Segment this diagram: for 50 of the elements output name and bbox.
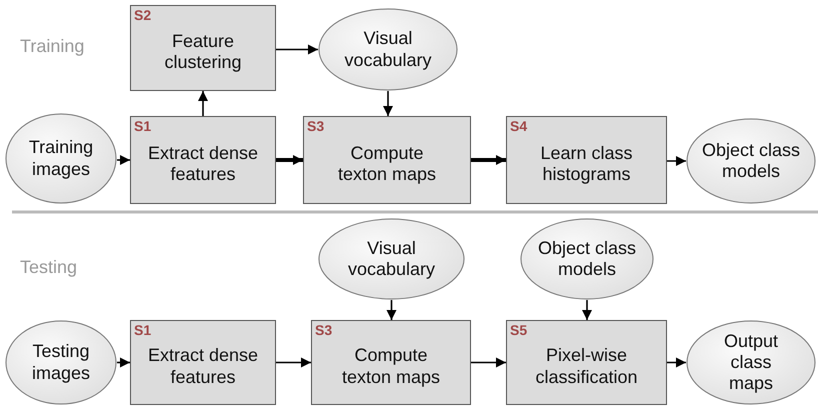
node-label: Testing images <box>30 341 92 384</box>
process-box <box>303 116 471 204</box>
node-label: Extract dense features <box>146 345 260 388</box>
arrow <box>667 156 686 166</box>
node-label: Extract dense features <box>146 142 260 186</box>
data-ellipse <box>686 320 816 405</box>
node-label: Visual vocabulary <box>343 28 433 71</box>
arrow <box>582 300 592 320</box>
process-box <box>130 5 276 91</box>
arrow <box>276 358 311 368</box>
data-ellipse <box>318 218 465 300</box>
step-number: S2 <box>134 8 152 22</box>
process-box <box>130 320 276 405</box>
process-box <box>506 116 667 204</box>
arrow <box>386 300 396 320</box>
arrow <box>276 155 303 165</box>
data-ellipse <box>5 320 117 405</box>
node-label: Visual vocabulary <box>346 238 436 280</box>
section-label: Testing <box>20 257 78 278</box>
process-box <box>311 320 471 405</box>
arrow <box>198 91 208 116</box>
node-label: Output class maps <box>722 330 780 394</box>
step-number: S5 <box>510 323 528 337</box>
data-ellipse <box>5 113 117 204</box>
arrow <box>116 155 130 165</box>
step-number: S3 <box>315 323 332 337</box>
arrow <box>667 358 686 368</box>
node-label: Training images <box>28 137 94 180</box>
arrow <box>471 155 506 165</box>
arrow <box>383 91 393 116</box>
data-ellipse <box>686 118 816 204</box>
node-label: Pixel-wise classification <box>534 345 639 388</box>
step-number: S1 <box>134 323 152 337</box>
arrow <box>276 44 318 54</box>
step-number: S3 <box>307 119 324 133</box>
node-label: Compute texton maps <box>340 345 442 388</box>
node-label: Feature clustering <box>163 30 243 74</box>
process-box <box>506 320 667 405</box>
arrow <box>117 358 130 368</box>
step-number: S4 <box>510 119 528 133</box>
data-ellipse <box>318 8 458 91</box>
process-box <box>130 116 276 204</box>
node-label: Learn class histograms <box>539 142 634 186</box>
data-ellipse <box>520 218 654 300</box>
section-label: Training <box>20 36 84 57</box>
node-label: Object class models <box>536 238 638 280</box>
step-number: S1 <box>134 119 152 133</box>
node-label: Compute texton maps <box>336 142 438 186</box>
node-label: Object class models <box>700 140 802 182</box>
arrow <box>471 358 506 368</box>
